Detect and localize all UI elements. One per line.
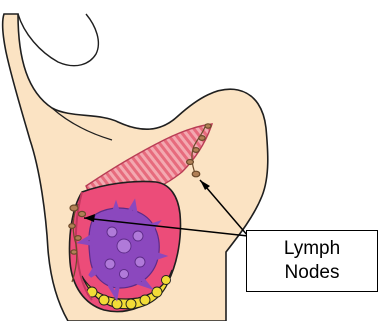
shoulder-contour [18, 14, 98, 66]
lymph-nodes-callout: Lymph Nodes [246, 230, 378, 292]
callout-label-line2: Nodes [285, 261, 340, 285]
callout-label-line1: Lymph [284, 237, 340, 261]
